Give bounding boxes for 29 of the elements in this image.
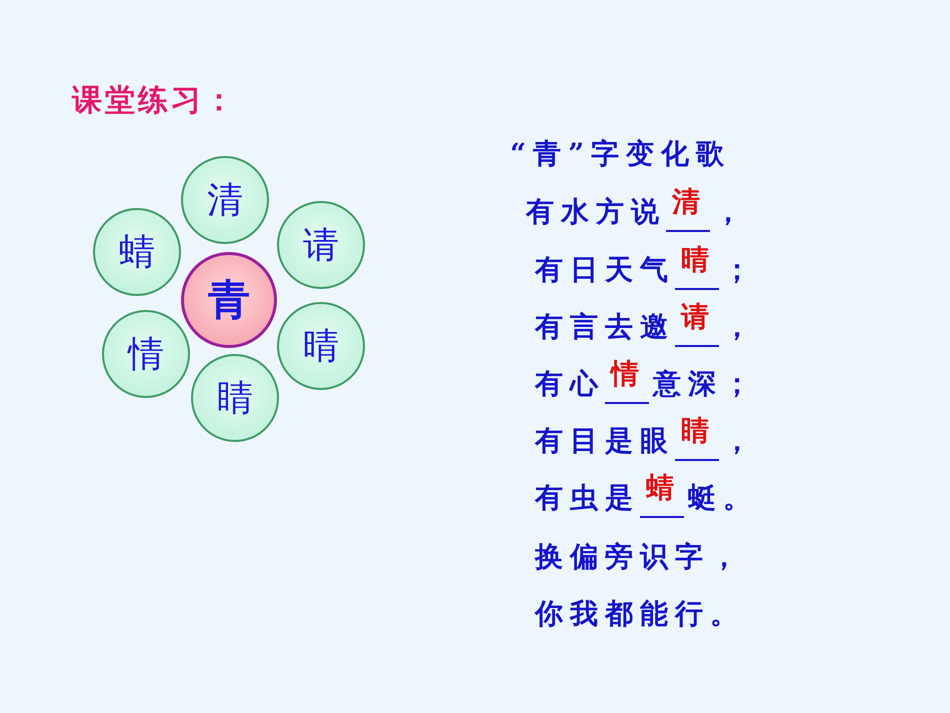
heading: 课堂练习： <box>72 82 237 120</box>
character-circle: 晴 <box>277 302 365 390</box>
character-circle: 清 <box>181 156 269 244</box>
poem-text: ， <box>723 423 758 459</box>
poem-text: 有虫是 <box>535 480 640 516</box>
character-circle: 蜻 <box>93 208 181 296</box>
poem-text: 有日天气 <box>535 252 675 288</box>
poem-text: 换偏旁识字， <box>535 539 745 575</box>
poem-text: 有目是眼 <box>535 423 675 459</box>
poem-text: 有水方说 <box>526 194 666 230</box>
answer-character: 蜻 <box>646 470 674 506</box>
answer-character: 情 <box>611 356 639 392</box>
answer-character: 睛 <box>681 413 709 449</box>
character-circle: 情 <box>102 310 190 398</box>
poem-text: ， <box>714 194 749 230</box>
answer-character: 请 <box>681 299 709 335</box>
poem-text: ； <box>723 252 758 288</box>
poem-text: 有言去邀 <box>535 309 675 345</box>
center-character-circle: 青 <box>181 252 277 348</box>
poem-title: “青”字变化歌 <box>510 136 732 172</box>
poem-text: ， <box>723 309 758 345</box>
poem-text: 意深； <box>653 366 758 402</box>
poem-text: 有心 <box>535 366 605 402</box>
poem-text: 蜓。 <box>688 480 758 516</box>
answer-character: 晴 <box>681 242 709 278</box>
poem-text: 你我都能行。 <box>535 596 745 632</box>
character-circle: 请 <box>277 201 365 289</box>
character-circle: 睛 <box>191 354 279 442</box>
answer-character: 清 <box>672 184 700 220</box>
